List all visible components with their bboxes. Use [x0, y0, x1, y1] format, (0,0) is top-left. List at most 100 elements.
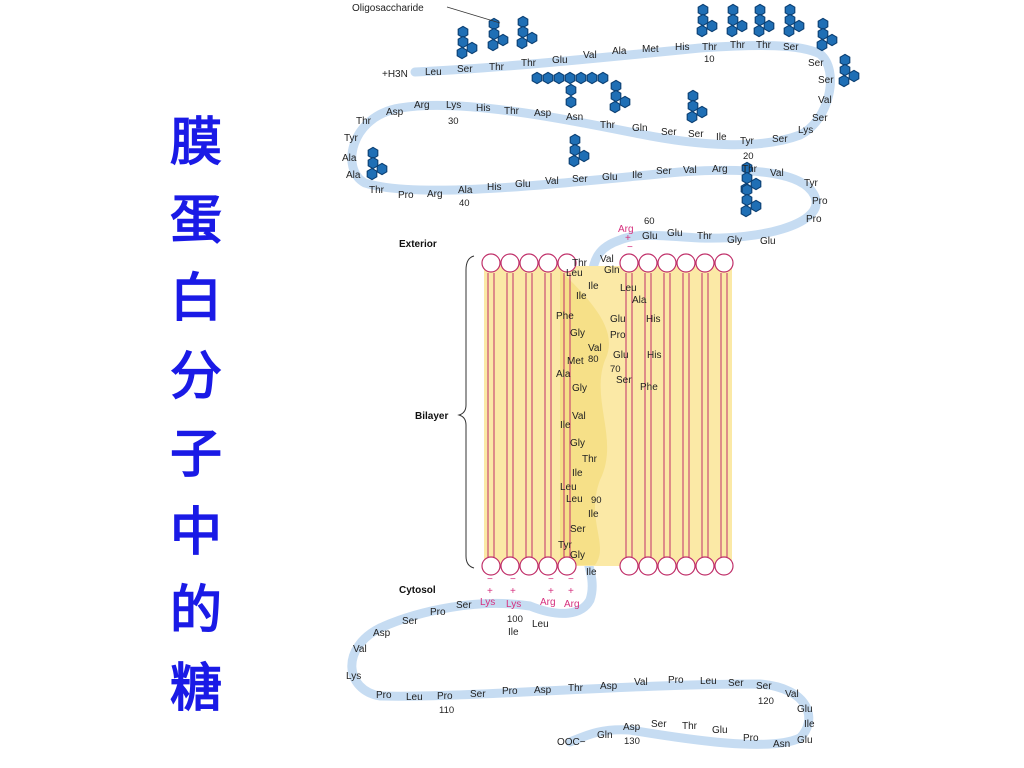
residue-label: Pro — [743, 733, 759, 744]
residue-label: Ser — [457, 64, 473, 75]
lipid-headgroup — [500, 556, 520, 576]
residue-label: Asn — [773, 739, 790, 750]
residue-label: Ile — [632, 170, 643, 181]
residue-label: Gly — [570, 550, 585, 561]
residue-label: Ser — [772, 134, 788, 145]
residue-label: Gln — [604, 265, 620, 276]
oligosaccharide-label: Oligosaccharide — [352, 3, 424, 14]
lipid-headgroup — [481, 556, 501, 576]
lipid-headgroup — [695, 253, 715, 273]
residue-label: Ile — [572, 468, 583, 479]
sugar-residue — [839, 63, 851, 77]
lipid-headgroup — [519, 556, 539, 576]
sugar-residue — [564, 71, 576, 85]
residue-label: Leu — [566, 268, 583, 279]
residue-label: Ser — [456, 600, 472, 611]
sugar-residue — [586, 71, 598, 85]
sugar-residue — [697, 13, 709, 27]
sugar-residue — [686, 110, 698, 124]
residue-number: 110 — [439, 705, 454, 716]
charge-sign: − — [548, 574, 554, 585]
sugar-residue — [597, 71, 609, 85]
charge-sign: − — [568, 574, 574, 585]
residue-label: Lys — [798, 125, 813, 136]
residue-label: Asp — [623, 722, 641, 733]
residue-label: Leu — [700, 676, 717, 687]
lipid-headgroup — [714, 556, 734, 576]
charged-residue: Lys — [480, 597, 495, 608]
residue-label: Phe — [640, 382, 658, 393]
title-char: 分 — [169, 346, 222, 407]
residue-label: Leu — [425, 67, 442, 78]
residue-label: Thr — [697, 231, 713, 242]
lipid-headgroup — [538, 253, 558, 273]
residue-label: Ser — [651, 719, 667, 730]
sugar-residue — [754, 13, 766, 27]
residue-label: Ser — [661, 127, 677, 138]
sugar-residue — [727, 13, 739, 27]
lipid-headgroup — [481, 253, 501, 273]
sugar-residue — [487, 38, 499, 52]
residue-label: Pro — [610, 330, 626, 341]
residue-label: Met — [567, 356, 584, 367]
residue-label: Tyr — [804, 178, 819, 189]
residue-label: Val — [785, 689, 799, 700]
lipid-headgroup — [557, 253, 577, 273]
residue-label: Leu — [532, 619, 549, 630]
lipid-bilayer — [481, 253, 734, 576]
lipid-headgroup — [657, 253, 677, 273]
n-terminus-label: +H3N — [382, 69, 408, 80]
residue-label: Thr — [730, 40, 746, 51]
residue-label: Pro — [376, 690, 392, 701]
residue-label: Thr — [682, 721, 698, 732]
residue-label: Ser — [570, 524, 586, 535]
residue-label: Thr — [521, 58, 537, 69]
residue-label: His — [646, 314, 660, 325]
residue-label: Thr — [742, 164, 758, 175]
residue-number: 130 — [624, 736, 640, 747]
residue-label: Ile — [804, 719, 815, 730]
residue-label: Pro — [398, 190, 414, 201]
residue-label: Met — [642, 44, 659, 55]
cytosol-label: Cytosol — [399, 585, 436, 596]
residue-label: Val — [770, 168, 784, 179]
residue-label: Glu — [642, 231, 658, 242]
residue-label: Ser — [688, 129, 704, 140]
polypeptide-chain — [347, 41, 835, 749]
helix-shading — [560, 270, 609, 565]
lipid-headgroup — [714, 253, 734, 273]
residue-label: Pro — [437, 691, 453, 702]
residue-label: Gly — [572, 383, 587, 394]
sugar-residue — [848, 69, 860, 83]
residue-label: Glu — [760, 236, 776, 247]
residue-label: Pro — [806, 214, 822, 225]
residue-label: Val — [545, 176, 559, 187]
residue-label: Ser — [616, 375, 632, 386]
charge-sign: + — [548, 586, 554, 597]
residue-label: Val — [572, 411, 586, 422]
charged-residue: Lys — [506, 599, 521, 610]
residue-label: Ser — [818, 75, 834, 86]
residue-label: Thr — [369, 185, 385, 196]
lipid-headgroup — [619, 253, 639, 273]
lipid-headgroup — [619, 556, 639, 576]
title-char: 膜 — [169, 112, 222, 173]
sugar-residue — [826, 33, 838, 47]
sugar-residue — [457, 35, 469, 49]
residue-label: Thr — [702, 42, 718, 53]
c-terminus-label: OOC− — [557, 737, 586, 748]
sugar-residue — [569, 143, 581, 157]
residue-label: His — [647, 350, 661, 361]
charge-sign: + — [625, 233, 631, 244]
residue-label: Ile — [560, 420, 571, 431]
sugar-residue — [610, 89, 622, 103]
charge-sign: + — [487, 586, 493, 597]
sugar-residue — [497, 33, 509, 47]
residue-label: Val — [588, 343, 602, 354]
residue-label: Tyr — [558, 540, 573, 551]
residue-number: 80 — [588, 354, 599, 365]
sugar-residue — [526, 31, 538, 45]
residue-number: 120 — [758, 696, 774, 707]
